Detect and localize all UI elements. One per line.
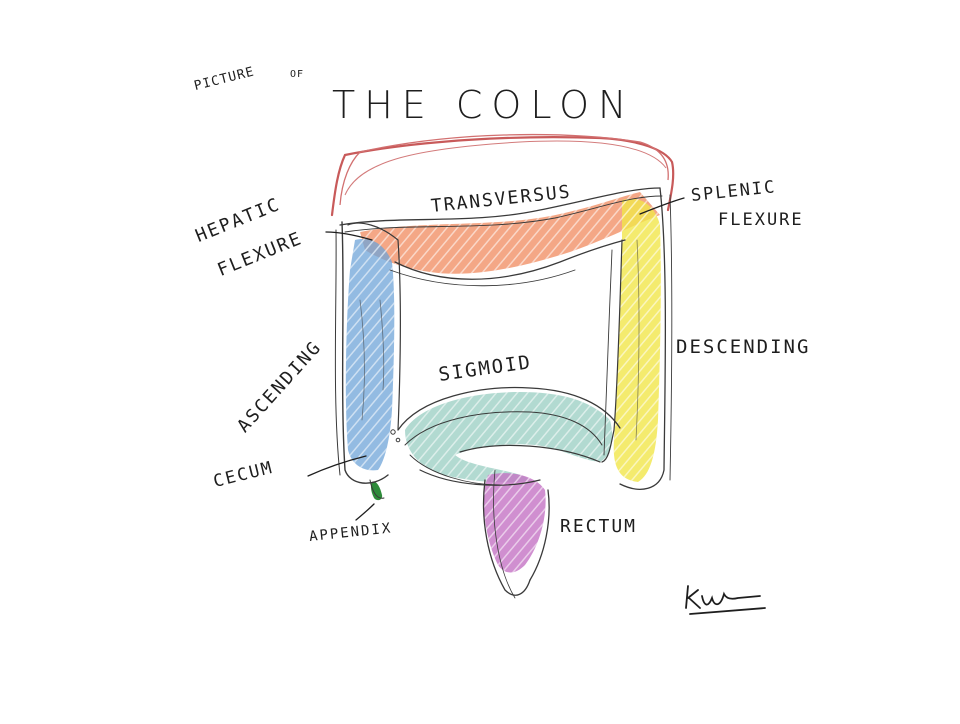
descending-colon-hatch (613, 198, 661, 482)
appendix-leader-line (355, 503, 375, 521)
ascending-colon-hatch (345, 239, 395, 471)
omentum-outline (330, 136, 675, 217)
title-of: OF (290, 69, 305, 80)
signature (685, 585, 766, 615)
label-splenic-flexure: FLEXURE (718, 210, 804, 230)
leader-lines (307, 197, 685, 521)
omentum-outline-3 (344, 140, 667, 196)
rectum-hatch (483, 473, 546, 573)
splenic-leader-line (639, 197, 685, 215)
hepatic-leader-line (325, 231, 373, 241)
cecum-leader-line (307, 455, 367, 477)
transverse-colon-hatch (360, 192, 660, 274)
appendix-fill (370, 481, 383, 501)
colon-outline (334, 187, 673, 599)
label-rectum: RECTUM (560, 516, 638, 537)
page-title: THE COLON (332, 83, 636, 127)
sigmoid-colon-hatch (405, 392, 613, 483)
omentum-outline-2 (339, 133, 669, 206)
label-descending: DESCENDING (676, 336, 811, 358)
